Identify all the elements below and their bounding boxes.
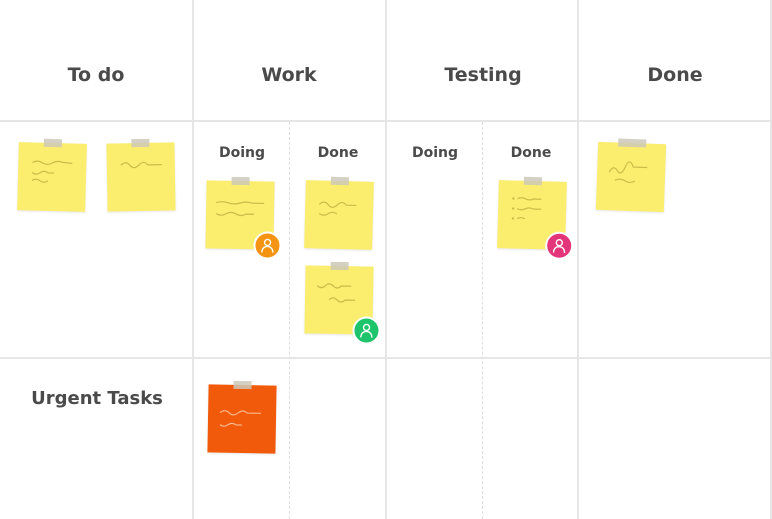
- column-divider: [770, 0, 772, 519]
- assignee-avatar-orange[interactable]: [253, 231, 282, 260]
- subcolumn-title-work-doing: Doing: [218, 145, 266, 161]
- user-icon: [552, 239, 566, 253]
- sticky-note[interactable]: [497, 176, 574, 261]
- scribble: [219, 410, 262, 427]
- column-title-testing[interactable]: Testing: [444, 64, 522, 86]
- user-icon: [360, 323, 373, 338]
- column-divider: [385, 0, 387, 519]
- scribble: [215, 201, 265, 217]
- scribble: [318, 201, 357, 216]
- assignee-avatar-green[interactable]: [352, 316, 381, 345]
- scribble: [120, 161, 162, 169]
- column-divider: [192, 0, 194, 519]
- scribble: [31, 160, 73, 183]
- column-title-done[interactable]: Done: [647, 64, 703, 86]
- subcolumn-title-testing-doing: Doing: [411, 145, 459, 161]
- column-title-todo[interactable]: To do: [67, 64, 125, 86]
- column-title-work[interactable]: Work: [261, 64, 317, 86]
- column-divider: [577, 0, 579, 519]
- sticky-note[interactable]: [106, 138, 176, 212]
- scribble: [316, 283, 356, 303]
- subcolumn-title-testing-done: Done: [510, 145, 552, 161]
- scribble: [511, 197, 542, 220]
- sticky-note[interactable]: [304, 261, 381, 345]
- header-divider: [0, 120, 772, 122]
- sticky-note[interactable]: [304, 176, 374, 250]
- scribble: [608, 161, 648, 184]
- sticky-note[interactable]: [205, 176, 282, 260]
- subcolumn-title-work-done: Done: [317, 145, 359, 161]
- urgent-sticky-note[interactable]: [207, 380, 277, 454]
- row-title-urgent: Urgent Tasks: [31, 388, 163, 409]
- row-divider: [0, 357, 772, 359]
- subcolumn-divider: [482, 122, 483, 519]
- subcolumn-divider: [289, 122, 290, 519]
- assignee-avatar-pink[interactable]: [544, 231, 574, 261]
- user-icon: [261, 238, 274, 253]
- sticky-note[interactable]: [17, 138, 87, 212]
- sticky-note[interactable]: [595, 138, 667, 213]
